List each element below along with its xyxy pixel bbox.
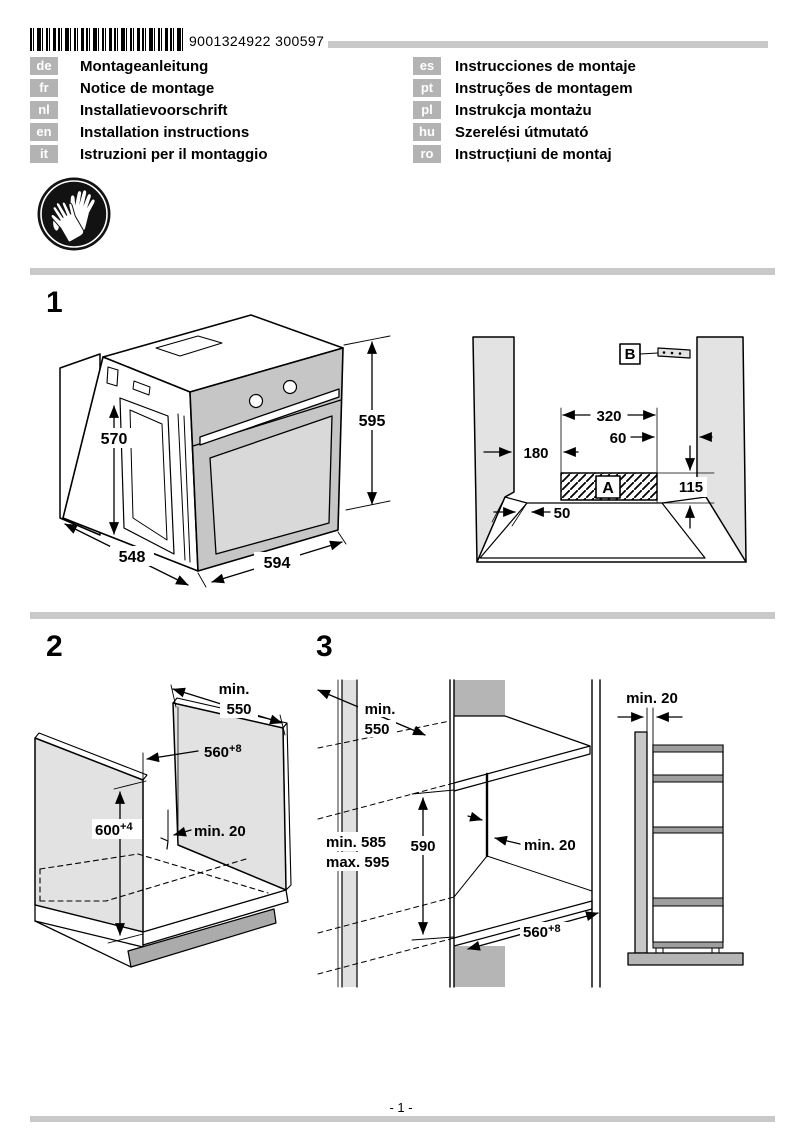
figure2-number: 2 (46, 630, 63, 663)
language-code-badge: pt (413, 79, 441, 97)
dim-label-180: 180 (523, 445, 548, 462)
dim-label-548: 548 (119, 549, 146, 566)
dim-label-wall-gap: min. 20 (626, 690, 678, 707)
figure1-number: 1 (46, 286, 63, 319)
language-row: pl Instrukcja montażu (413, 101, 636, 119)
dim-label-rear-gap: min. 20 (524, 837, 576, 854)
dim-label-594: 594 (264, 555, 291, 572)
cabinet-shelf-bar (652, 744, 724, 753)
cabinet-bottom-shelf (142, 889, 289, 946)
section-divider (30, 612, 775, 619)
cabinet-right-panel (172, 702, 287, 891)
cabinet-shelf-bar (652, 774, 724, 783)
floor (627, 952, 744, 966)
language-row: en Installation instructions (30, 123, 268, 141)
niche-floor (479, 502, 706, 559)
dim-label-550: 550 (226, 701, 251, 718)
dim-label-595: 595 (359, 413, 386, 430)
section-divider (30, 268, 775, 275)
language-code-badge: nl (30, 101, 58, 119)
cabinet-shelf-bar (652, 897, 724, 907)
dim-label-320: 320 (596, 408, 621, 425)
dim-label-570: 570 (101, 431, 128, 448)
language-code-badge: it (30, 145, 58, 163)
wall-side-view (634, 731, 648, 954)
protective-gloves-icon (37, 177, 111, 251)
page-number: - 1 - (389, 1100, 413, 1115)
figure1-niche-drawing: 320 60 180 115 50 A B (472, 336, 747, 563)
dim-label-550: 550 (364, 721, 389, 738)
cabinet-back-panel-top (454, 680, 505, 716)
label-b: B (625, 346, 636, 363)
oven-door-window (209, 415, 333, 555)
dim-label-min: min. (365, 701, 396, 718)
language-list-left: de Montageanleitung fr Notice de montage n… (30, 57, 268, 163)
document-title-fr: Notice de montage (80, 79, 215, 97)
language-row: ro Instrucțiuni de montaj (413, 145, 636, 163)
document-title-en: Installation instructions (80, 123, 250, 141)
figure3-number: 3 (316, 630, 333, 663)
dim-label-560: 560+8 (204, 743, 242, 761)
document-title-nl: Installatievoorschrift (80, 101, 228, 119)
dim-label-min: min. (219, 681, 250, 698)
language-row: hu Szerelési útmutató (413, 123, 636, 141)
document-title-de: Montageanleitung (80, 57, 209, 75)
language-row: es Instrucciones de montaje (413, 57, 636, 75)
label-a-box (595, 475, 621, 499)
document-title-es: Instrucciones de montaje (455, 57, 636, 75)
mounting-bracket (657, 347, 691, 359)
document-title-it: Istruzioni per il montaggio (80, 145, 268, 163)
language-row: pt Instruções de montagem (413, 79, 636, 97)
label-b-box (619, 343, 641, 365)
language-code-badge: fr (30, 79, 58, 97)
document-title-ro: Instrucțiuni de montaj (455, 145, 612, 163)
language-code-badge: hu (413, 123, 441, 141)
figure3-side-view-drawing: min. 20 (617, 690, 744, 966)
language-row: de Montageanleitung (30, 57, 268, 75)
oven-knob (282, 379, 298, 395)
barcode-number: 9001324922 300597 (189, 33, 325, 49)
dim-label-600: 600+4 (95, 821, 133, 839)
language-code-badge: de (30, 57, 58, 75)
dim-label-115: 115 (679, 479, 703, 496)
language-list-right: es Instrucciones de montaje pt Instruções … (413, 57, 636, 163)
oven-handle (199, 388, 340, 446)
figure3-tall-cabinet-drawing: min. 550 min. 585 max. 595 590 min. 20 5… (317, 679, 601, 988)
document-title-pl: Instrukcja montażu (455, 101, 592, 119)
dim-label-60: 60 (610, 430, 627, 447)
bottom-divider (30, 1116, 775, 1122)
language-code-badge: ro (413, 145, 441, 163)
language-code-badge: es (413, 57, 441, 75)
language-row: fr Notice de montage (30, 79, 268, 97)
oven-knob (248, 393, 264, 409)
dim-label-max595: max. 595 (326, 854, 389, 871)
dim-label-590: 590 (410, 838, 435, 855)
cabinet-shelf-bar (652, 826, 724, 834)
language-row: nl Installatievoorschrift (30, 101, 268, 119)
dim-label-50: 50 (554, 505, 571, 522)
label-a: A (602, 480, 614, 497)
language-code-badge: en (30, 123, 58, 141)
cabinet-bottom-bar (652, 941, 724, 949)
document-title-hu: Szerelési útmutató (455, 123, 589, 141)
language-row: it Istruzioni per il montaggio (30, 145, 268, 163)
header-gray-bar (328, 41, 768, 48)
language-code-badge: pl (413, 101, 441, 119)
cabinet-plinth (127, 908, 277, 968)
figure2-base-cabinet-drawing: min. 550 560+8 600+4 min. 20 (34, 681, 292, 968)
document-title-pt: Instruções de montagem (455, 79, 633, 97)
dim-label-rear-gap: min. 20 (194, 823, 246, 840)
figure1-oven-drawing: 570 595 594 548 (59, 314, 394, 588)
niche-left-wall (472, 336, 515, 563)
cabinet-back-panel-bottom (454, 946, 505, 987)
barcode (30, 28, 184, 51)
dim-label-min585: min. 585 (326, 834, 386, 851)
niche-right-wall (696, 336, 747, 563)
dim-label-560: 560+8 (523, 923, 561, 941)
